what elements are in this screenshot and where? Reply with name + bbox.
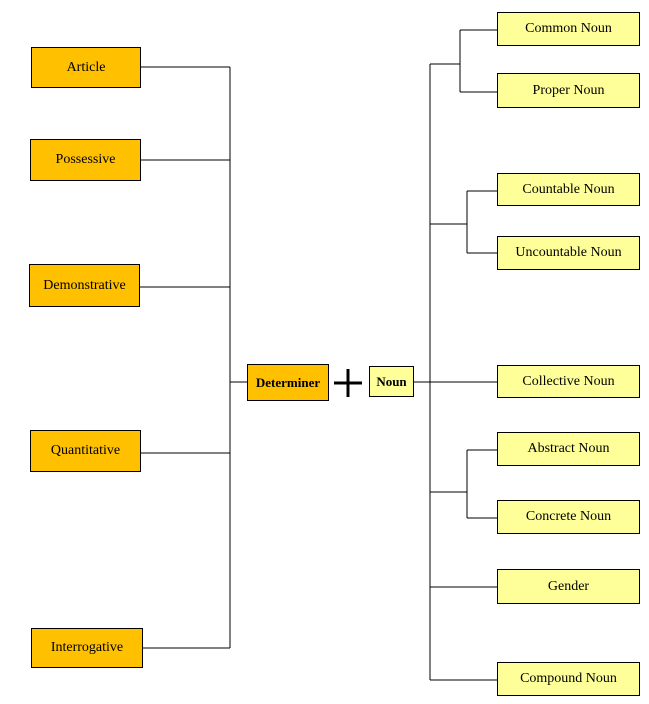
abstract-noun-box: Abstract Noun xyxy=(497,432,640,466)
compound-noun-box: Compound Noun xyxy=(497,662,640,696)
plus-icon xyxy=(334,369,362,397)
abstract-noun-label: Abstract Noun xyxy=(527,441,610,456)
demonstrative-label: Demonstrative xyxy=(43,277,126,293)
possessive-label: Possessive xyxy=(55,152,116,167)
noun-box: Noun xyxy=(369,366,414,397)
possessive-box: Possessive xyxy=(30,139,141,181)
common-noun-box: Common Noun xyxy=(497,12,640,46)
determiner-box: Determiner xyxy=(247,364,329,401)
concrete-noun-label: Concrete Noun xyxy=(525,509,612,524)
proper-noun-box: Proper Noun xyxy=(497,73,640,108)
quantitative-label: Quantitative xyxy=(50,443,121,458)
article-box: Article xyxy=(31,47,141,88)
countable-noun-label: Countable Noun xyxy=(522,181,615,197)
gender-label: Gender xyxy=(547,578,590,594)
common-noun-label: Common Noun xyxy=(525,21,612,36)
interrogative-label: Interrogative xyxy=(50,640,124,655)
interrogative-box: Interrogative xyxy=(31,628,143,668)
article-label: Article xyxy=(66,59,106,75)
uncountable-noun-box: Uncountable Noun xyxy=(497,236,640,270)
concrete-noun-box: Concrete Noun xyxy=(497,500,640,534)
compound-noun-label: Compound Noun xyxy=(520,671,617,686)
gender-box: Gender xyxy=(497,569,640,604)
noun-label: Noun xyxy=(376,373,407,389)
demonstrative-box: Demonstrative xyxy=(29,264,140,307)
collective-noun-box: Collective Noun xyxy=(497,365,640,398)
determiner-label: Determiner xyxy=(255,374,321,390)
quantitative-box: Quantitative xyxy=(30,430,141,472)
proper-noun-label: Proper Noun xyxy=(532,82,605,98)
collective-noun-label: Collective Noun xyxy=(522,373,615,389)
countable-noun-box: Countable Noun xyxy=(497,173,640,206)
uncountable-noun-label: Uncountable Noun xyxy=(515,245,622,260)
